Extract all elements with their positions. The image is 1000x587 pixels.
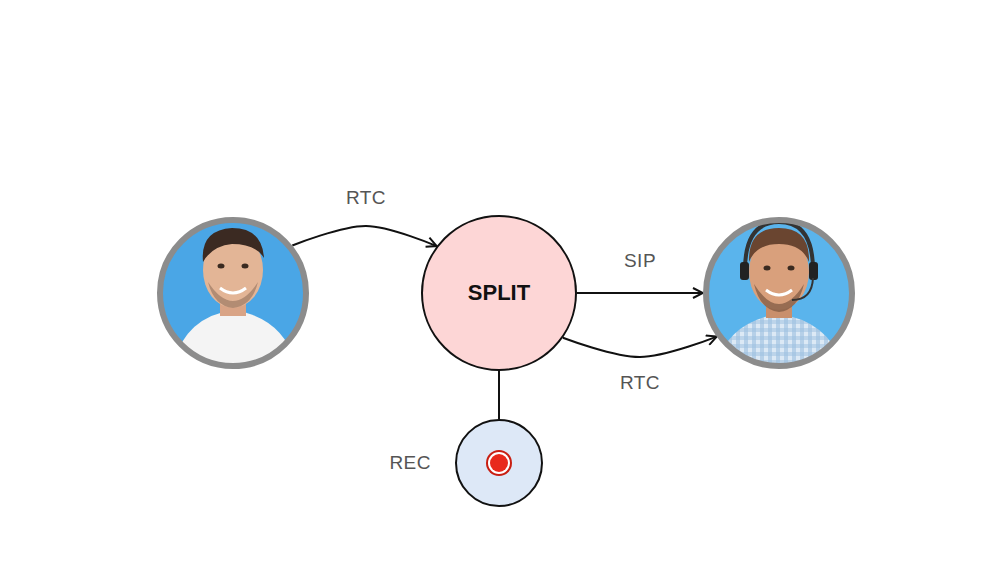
connector: [577, 292, 703, 294]
connector: [292, 226, 436, 246]
node-outline: [703, 217, 855, 369]
circle-shape: [456, 420, 542, 506]
split-circle: SPLIT: [421, 215, 577, 371]
circle-shape: [422, 216, 576, 370]
agent-photo: [700, 210, 870, 380]
record-dot-gap: [488, 452, 510, 474]
connector: [498, 371, 500, 419]
node-label: SPLIT: [421, 215, 577, 371]
customer-photo: [150, 210, 320, 380]
node-outline: [455, 419, 543, 507]
agent-photo-circle: [703, 217, 855, 369]
node-outline: [157, 217, 309, 369]
edge-label: SIP: [624, 250, 656, 272]
circle-shape: [706, 220, 852, 366]
record-dot-ring: [486, 450, 512, 476]
circle-shape: [160, 220, 306, 366]
customer-photo-circle: [157, 217, 309, 369]
edge-label: RTC: [620, 372, 660, 394]
connector: [563, 337, 717, 357]
edge-label: RTC: [346, 187, 386, 209]
node-label: REC: [389, 452, 431, 474]
rec-circle: REC: [455, 419, 543, 507]
record-dot: [490, 454, 508, 472]
